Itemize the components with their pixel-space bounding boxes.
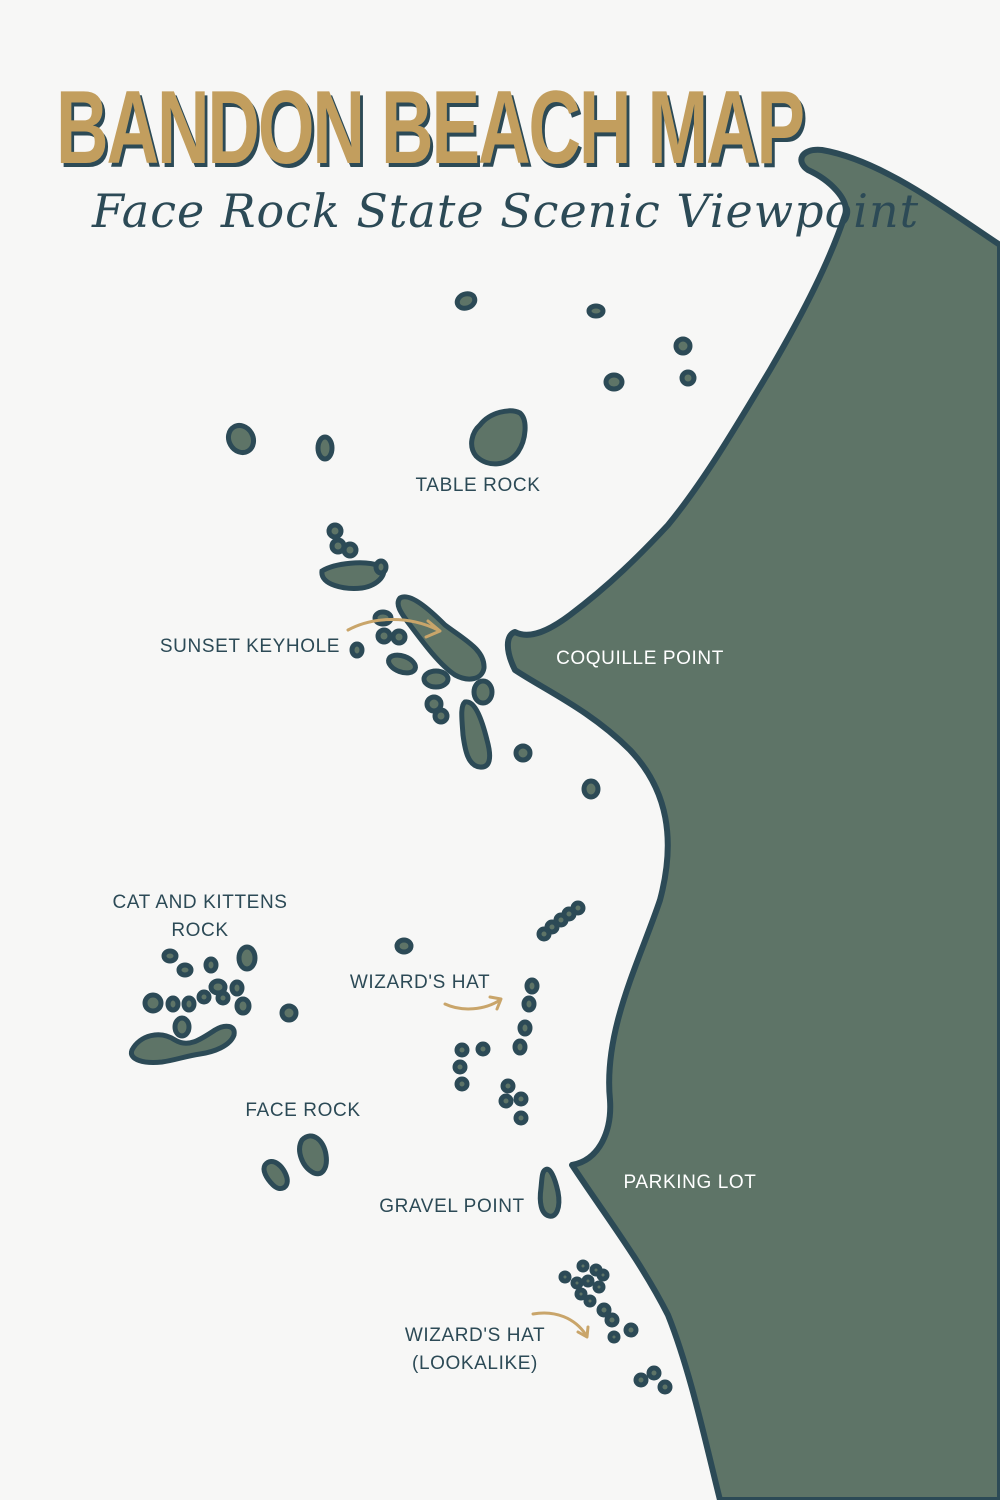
sea-rock bbox=[459, 699, 493, 770]
sea-rock bbox=[521, 995, 537, 1013]
sea-rock bbox=[372, 609, 394, 627]
sea-rock bbox=[181, 995, 197, 1013]
arrows bbox=[346, 618, 590, 1339]
table-rock bbox=[469, 408, 528, 467]
sea-rock bbox=[603, 372, 625, 392]
sea-rock bbox=[581, 778, 601, 800]
sea-rock bbox=[454, 1042, 470, 1058]
sea-rock bbox=[386, 652, 418, 676]
label-wizards-hat-lookalike: WIZARD'S HAT (LOOKALIKE) bbox=[380, 1322, 570, 1378]
sea-rock bbox=[513, 743, 533, 763]
sunset-keyhole-arrow bbox=[346, 618, 440, 632]
sea-rock bbox=[424, 694, 444, 714]
sea-rock bbox=[513, 1091, 529, 1107]
sea-rock bbox=[512, 1038, 528, 1056]
sea-rock bbox=[432, 707, 450, 725]
sea-rock bbox=[454, 1076, 470, 1092]
sea-rock bbox=[172, 1015, 192, 1039]
label-wizards-hat-lookalike-line2: (LOOKALIKE) bbox=[412, 1353, 538, 1374]
sea-rock bbox=[165, 995, 181, 1013]
sea-rock bbox=[452, 1059, 468, 1075]
sea-rock bbox=[236, 944, 258, 972]
sea-rock bbox=[315, 434, 335, 462]
sea-rock bbox=[581, 1274, 595, 1288]
sea-rock bbox=[570, 1276, 584, 1290]
map-title: BANDON BEACH MAP bbox=[56, 70, 805, 186]
sea-rock bbox=[375, 627, 393, 645]
sea-rock bbox=[583, 1294, 597, 1308]
sea-rock bbox=[341, 541, 359, 559]
sea-rock bbox=[524, 977, 540, 995]
sea-rock bbox=[261, 1159, 290, 1191]
sea-rock bbox=[673, 336, 693, 356]
mainland bbox=[504, 146, 1000, 1500]
sea-rock bbox=[215, 990, 231, 1006]
label-cat-and-kittens-line1: CAT AND KITTENS bbox=[112, 892, 288, 913]
label-sunset-keyhole: SUNSET KEYHOLE bbox=[159, 636, 341, 657]
sea-rock bbox=[234, 996, 252, 1016]
label-wizards-hat-lookalike-line1: WIZARD'S HAT bbox=[404, 1325, 546, 1346]
rocks bbox=[128, 291, 697, 1395]
sea-rock bbox=[225, 422, 257, 456]
sea-rock bbox=[657, 1379, 673, 1395]
sea-rock bbox=[390, 628, 408, 646]
gravel-point-rock bbox=[537, 1166, 562, 1219]
wizards-hat-lookalike-arrow bbox=[531, 1311, 588, 1337]
sea-rock bbox=[553, 912, 569, 928]
sea-rock bbox=[229, 979, 245, 997]
label-wizards-hat: WIZARD'S HAT bbox=[349, 972, 491, 993]
sea-rock bbox=[596, 1302, 612, 1318]
sea-rock bbox=[646, 1365, 662, 1381]
cat-and-kittens-rock bbox=[128, 1023, 237, 1065]
sea-rock bbox=[475, 1041, 491, 1057]
sunset-keyhole-arrowhead bbox=[424, 619, 442, 639]
sea-rock bbox=[471, 678, 495, 706]
sea-rock bbox=[142, 992, 164, 1014]
sea-rock bbox=[596, 1268, 610, 1282]
sea-rock bbox=[592, 1280, 606, 1294]
sea-rock bbox=[586, 303, 606, 319]
sea-rock bbox=[326, 522, 344, 540]
sea-rock bbox=[623, 1322, 639, 1338]
sunset-keyhole-rock bbox=[395, 594, 487, 682]
sea-rock bbox=[454, 291, 478, 311]
face-rock bbox=[297, 1133, 329, 1177]
wizards-hat-arrow bbox=[443, 998, 502, 1011]
sea-rock bbox=[517, 1019, 533, 1037]
sea-rock bbox=[421, 668, 451, 690]
sea-rock bbox=[633, 1372, 649, 1388]
label-gravel-point: GRAVEL POINT bbox=[379, 1196, 525, 1217]
label-coquille-point: COQUILLE POINT bbox=[556, 648, 724, 669]
sea-rock bbox=[196, 989, 212, 1005]
label-face-rock: FACE ROCK bbox=[245, 1100, 361, 1121]
label-cat-and-kittens-line2: ROCK bbox=[171, 920, 229, 941]
label-cat-and-kittens-rock: CAT AND KITTENS ROCK bbox=[90, 889, 310, 945]
sea-rock bbox=[500, 1078, 516, 1094]
sea-rock bbox=[679, 369, 697, 387]
sea-rock bbox=[576, 1259, 590, 1273]
sea-rock bbox=[536, 926, 552, 942]
sea-rock bbox=[319, 560, 387, 591]
sea-rock bbox=[279, 1003, 299, 1023]
sea-rock bbox=[604, 1312, 620, 1328]
map-subtitle: Face Rock State Scenic Viewpoint bbox=[92, 184, 920, 238]
sea-rock bbox=[513, 1110, 529, 1126]
sea-rock bbox=[161, 948, 179, 964]
sea-rock bbox=[574, 1287, 588, 1301]
sea-rock bbox=[394, 937, 414, 955]
sea-rock bbox=[558, 1270, 572, 1284]
sea-rock bbox=[203, 956, 219, 974]
wizards-hat-arrowhead bbox=[488, 995, 503, 1011]
label-parking-lot: PARKING LOT bbox=[623, 1172, 757, 1193]
sea-rock bbox=[607, 1330, 621, 1344]
sea-rock bbox=[373, 558, 389, 576]
label-table-rock: TABLE ROCK bbox=[415, 475, 541, 496]
wizards-hat-lookalike-arrowhead bbox=[576, 1325, 590, 1339]
sea-rock bbox=[498, 1093, 514, 1109]
sea-rock bbox=[349, 641, 365, 659]
sea-rock bbox=[176, 962, 194, 978]
